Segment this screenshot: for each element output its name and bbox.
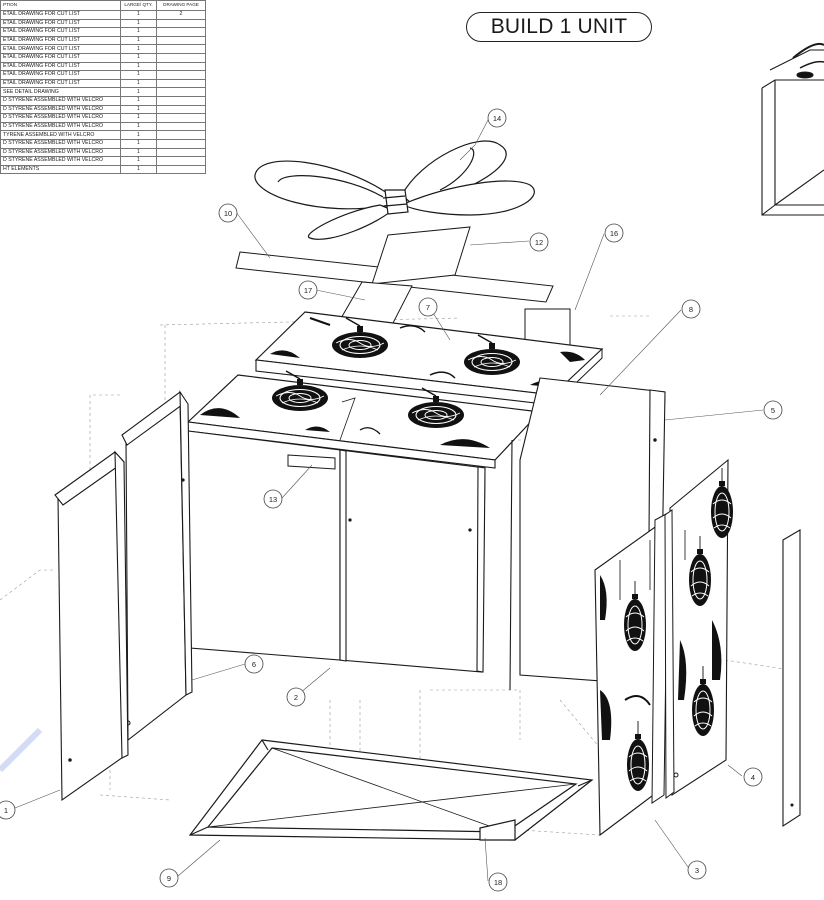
callout-number: 6 xyxy=(252,660,256,669)
callout-circle xyxy=(0,800,16,820)
callout-leaders xyxy=(14,119,764,882)
callout-10: 10 xyxy=(218,203,238,223)
side-panel-part-1 xyxy=(54,450,129,802)
callout-number: 12 xyxy=(535,238,543,247)
callout-number: 2 xyxy=(294,693,298,702)
page-title: BUILD 1 UNIT xyxy=(466,12,652,42)
callout-number: 14 xyxy=(493,114,501,123)
label-plate-part-13 xyxy=(287,454,336,470)
callout-circle xyxy=(286,687,306,707)
callout-12: 12 xyxy=(529,232,549,252)
callout-circle xyxy=(529,232,549,252)
watermark-stripe xyxy=(0,727,43,773)
callout-circle xyxy=(263,489,283,509)
side-panel-part-6 xyxy=(121,390,193,742)
callout-number: 7 xyxy=(426,303,430,312)
lid-panel-part-8 xyxy=(186,370,542,469)
callout-9: 9 xyxy=(159,868,179,888)
callout-number: 16 xyxy=(610,229,618,238)
callout-3: 3 xyxy=(687,860,707,880)
callout-circle xyxy=(488,872,508,892)
callout-13: 13 xyxy=(263,489,283,509)
callout-number: 13 xyxy=(269,495,277,504)
callout-circle xyxy=(604,223,624,243)
callout-number: 1 xyxy=(4,806,8,815)
bom-header-row: PTION LARGE/ QTY. DRAWING PAGE xyxy=(0,0,206,11)
callout-7: 7 xyxy=(418,297,438,317)
callout-17: 17 xyxy=(298,280,318,300)
callout-number: 8 xyxy=(689,305,693,314)
strap-part-12 xyxy=(371,226,471,285)
callout-14: 14 xyxy=(487,108,507,128)
callout-circle xyxy=(298,280,318,300)
base-frame-part-9 xyxy=(188,739,594,841)
callout-number: 17 xyxy=(304,286,312,295)
callout-6: 6 xyxy=(244,654,264,674)
callout-2: 2 xyxy=(286,687,306,707)
tab-part-16 xyxy=(524,308,571,346)
callout-1: 1 xyxy=(0,800,16,820)
bom-cell-page xyxy=(156,164,206,175)
front-panel-part-3 xyxy=(594,512,669,837)
callout-circle xyxy=(487,108,507,128)
callout-circle xyxy=(743,767,763,787)
callout-number: 18 xyxy=(494,878,502,887)
callout-number: 10 xyxy=(224,209,232,218)
bom-header-page: DRAWING PAGE xyxy=(156,0,206,11)
callout-number: 9 xyxy=(167,874,171,883)
callout-number: 3 xyxy=(695,866,699,875)
callout-number: 5 xyxy=(771,406,775,415)
callout-circle xyxy=(218,203,238,223)
callout-circle xyxy=(687,860,707,880)
side-strip-part xyxy=(782,529,801,828)
assembled-unit-preview xyxy=(761,42,824,216)
callout-16: 16 xyxy=(604,223,624,243)
callout-number: 4 xyxy=(751,773,755,782)
callout-circle xyxy=(418,297,438,317)
callout-5: 5 xyxy=(763,400,783,420)
callout-circle xyxy=(159,868,179,888)
callout-18: 18 xyxy=(488,872,508,892)
callout-8: 8 xyxy=(681,299,701,319)
callout-circle xyxy=(244,654,264,674)
inner-panel-part-2 xyxy=(187,430,486,673)
bow-part-14 xyxy=(254,140,535,240)
front-panel-part-4 xyxy=(664,458,734,799)
bill-of-materials-table: PTION LARGE/ QTY. DRAWING PAGE ETAIL DRA… xyxy=(0,0,206,175)
callout-circle xyxy=(763,400,783,420)
callout-4: 4 xyxy=(743,767,763,787)
callout-circle xyxy=(681,299,701,319)
